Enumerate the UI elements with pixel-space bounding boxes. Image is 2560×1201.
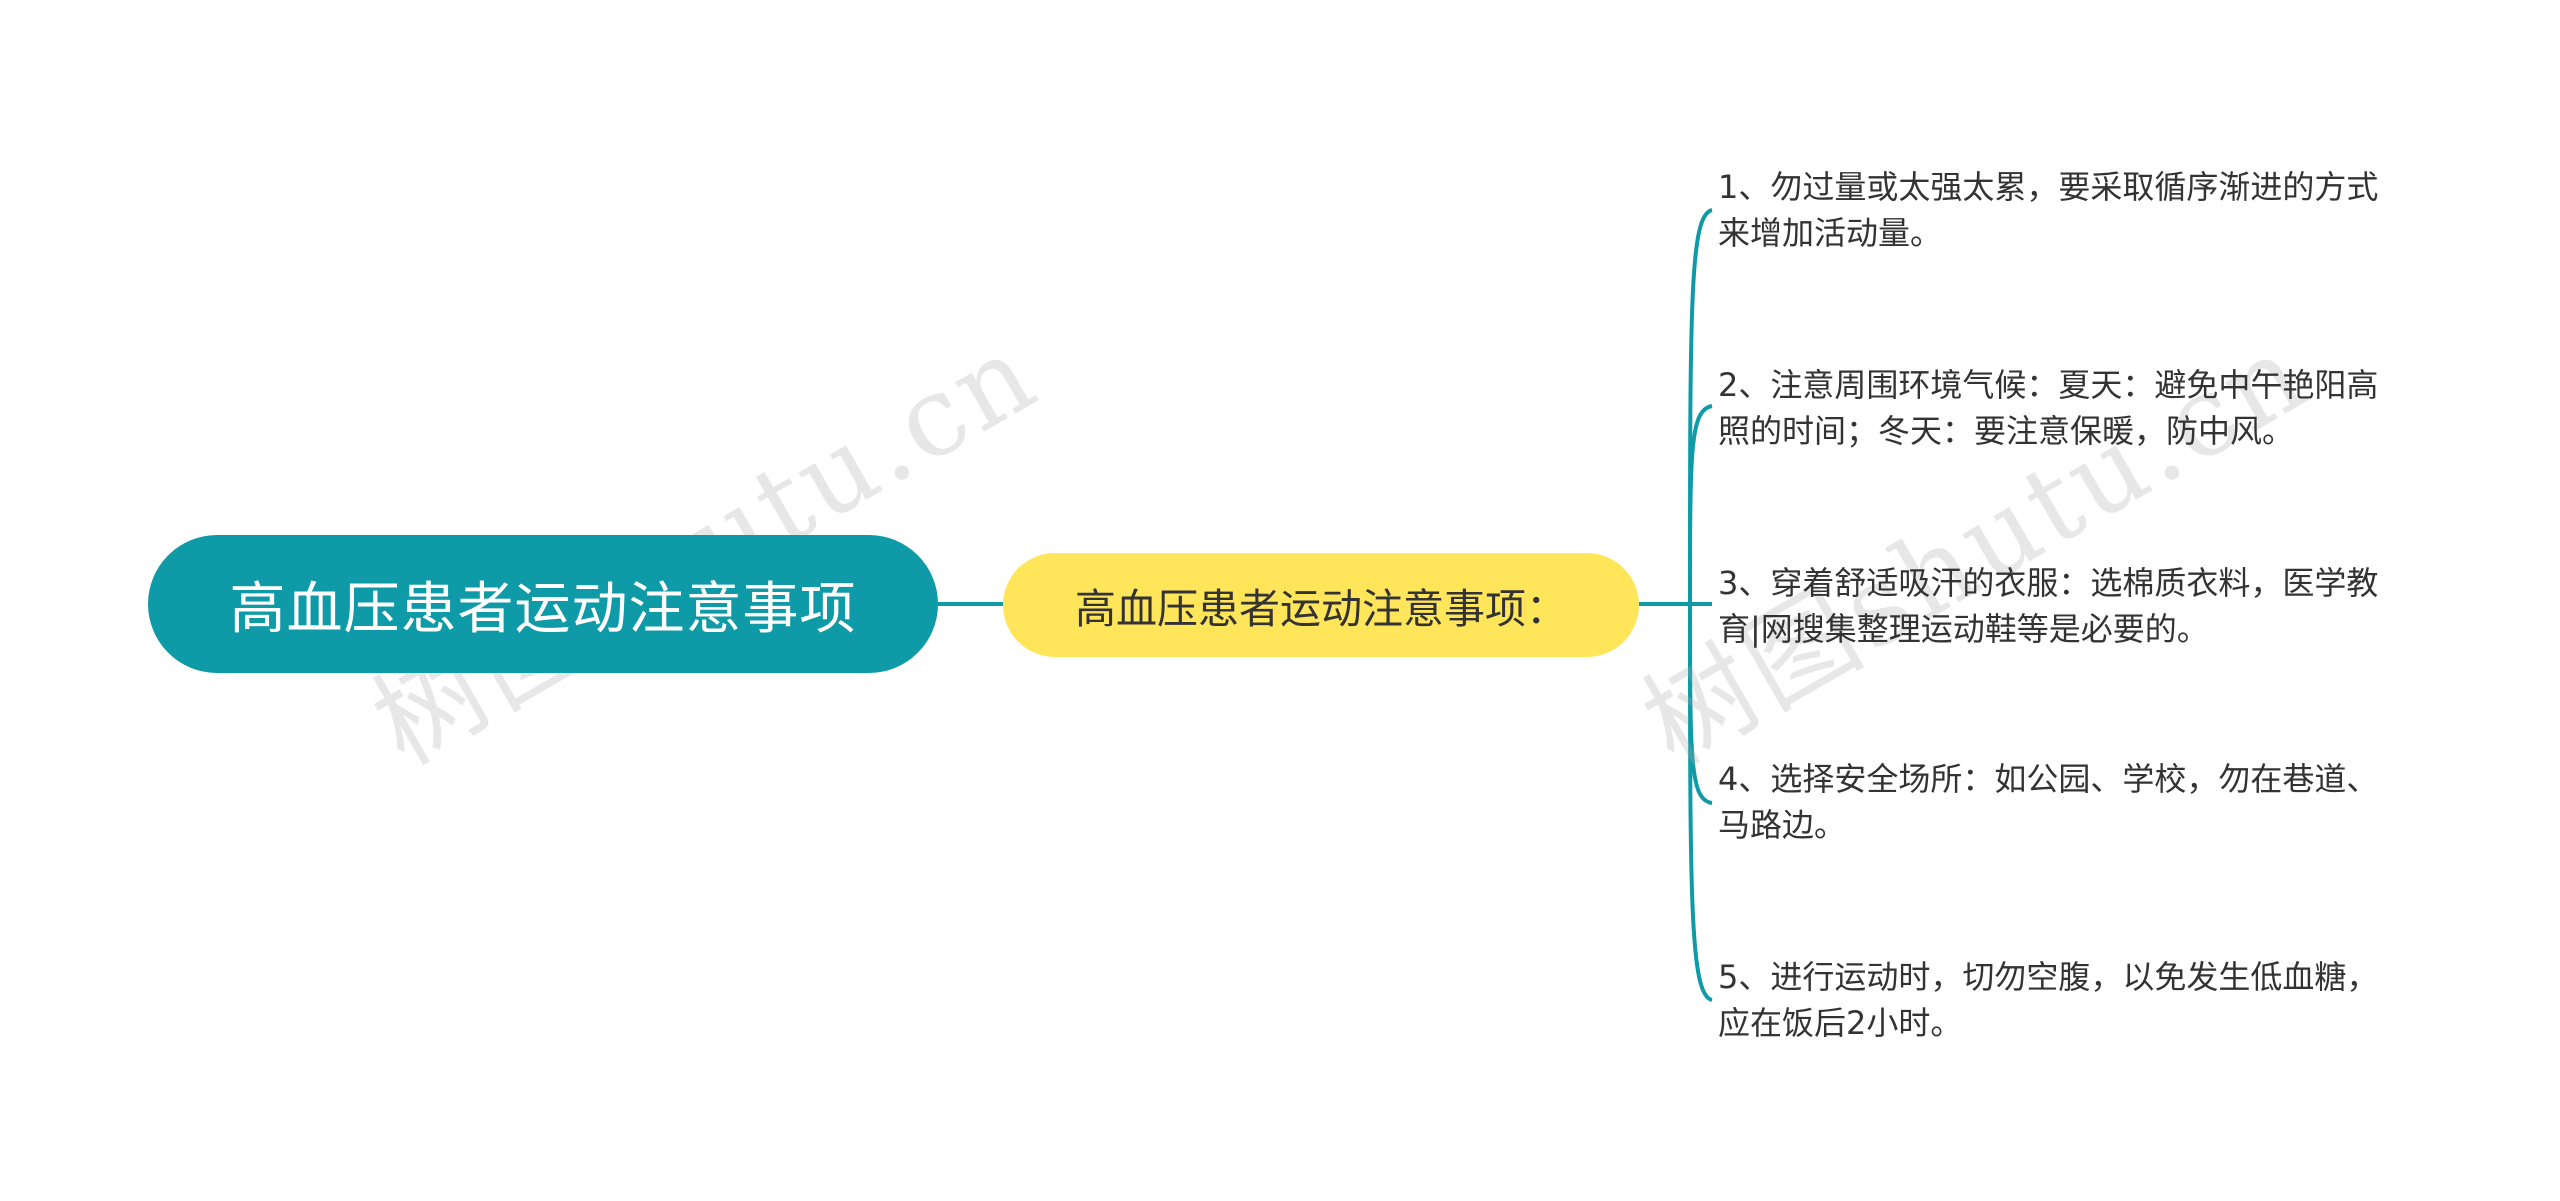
connector-leaf-2 [1688,404,1713,605]
branch-node[interactable]: 高血压患者运动注意事项： [1003,553,1639,657]
leaf-node-4[interactable]: 4、选择安全场所：如公园、学校，勿在巷道、马路边。 [1718,760,2379,844]
root-node-label: 高血压患者运动注意事项 [229,576,857,642]
leaf-node-3[interactable]: 3、穿着舒适吸汗的衣服：选棉质衣料，医学教育|网搜集整理运动鞋等是必要的。 [1718,564,2379,648]
branch-node-label: 高血压患者运动注意事项： [1075,585,1567,633]
leaf-node-1[interactable]: 1、勿过量或太强太累，要采取循序渐进的方式来增加活动量。 [1718,168,2379,252]
connector-leaf-5 [1688,603,1713,1002]
leaf-node-5[interactable]: 5、进行运动时，切勿空腹，以免发生低血糖，应在饭后2小时。 [1718,958,2379,1042]
leaf-node-2[interactable]: 2、注意周围环境气候：夏天：避免中午艳阳高照的时间；冬天：要注意保暖，防中风。 [1718,366,2379,450]
connector-leaf-4 [1688,603,1713,805]
root-node[interactable]: 高血压患者运动注意事项 [148,535,938,673]
